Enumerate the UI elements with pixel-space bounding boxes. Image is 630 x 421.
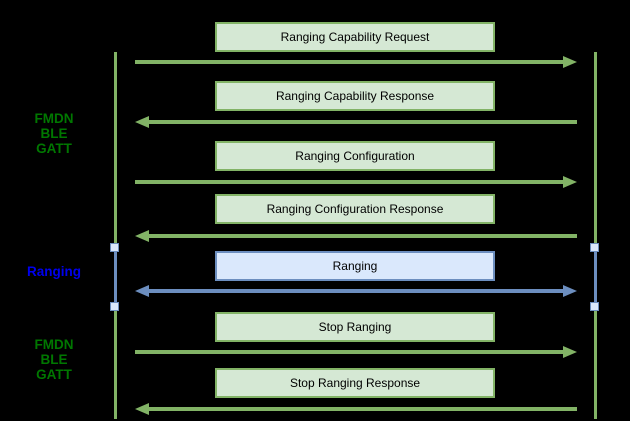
- side-label-line: Ranging: [27, 264, 81, 279]
- side-label-fmdn-ble-gatt-bottom: FMDN BLE GATT: [8, 337, 100, 382]
- message-label: Ranging Configuration: [295, 149, 415, 163]
- message-label: Stop Ranging: [318, 320, 392, 334]
- left-ranging-end-marker: [110, 302, 119, 311]
- message-box-ranging-capability-response: Ranging Capability Response: [215, 81, 495, 111]
- message-label: Ranging Configuration Response: [266, 202, 444, 216]
- left-lifeline-ranging-segment: [114, 245, 117, 310]
- side-label-line: FMDN: [34, 337, 74, 352]
- message-label: Ranging Capability Request: [280, 30, 430, 44]
- arrow-line: [147, 407, 577, 411]
- message-box-ranging-capability-request: Ranging Capability Request: [215, 22, 495, 52]
- right-ranging-end-marker: [590, 302, 599, 311]
- message-box-stop-ranging: Stop Ranging: [215, 312, 495, 342]
- arrow-ranging-capability-request: [135, 56, 577, 68]
- arrowhead-right-icon: [563, 346, 577, 358]
- arrow-stop-ranging: [135, 346, 577, 358]
- arrow-line: [147, 120, 577, 124]
- arrowhead-right-icon: [563, 285, 577, 297]
- arrow-ranging-configuration: [135, 176, 577, 188]
- message-label: Ranging Capability Response: [275, 89, 435, 103]
- message-box-stop-ranging-response: Stop Ranging Response: [215, 368, 495, 398]
- side-label-fmdn-ble-gatt-top: FMDN BLE GATT: [8, 111, 100, 156]
- message-label: Stop Ranging Response: [289, 376, 421, 390]
- side-label-line: GATT: [36, 367, 72, 382]
- arrowhead-left-icon: [135, 285, 149, 297]
- arrow-line: [135, 60, 565, 64]
- arrow-line: [147, 289, 565, 293]
- right-lifeline-gatt-bottom-segment: [594, 310, 597, 419]
- message-label: Ranging: [332, 259, 378, 273]
- side-label-line: FMDN: [34, 111, 74, 126]
- arrowhead-left-icon: [135, 230, 149, 242]
- message-box-ranging-configuration: Ranging Configuration: [215, 141, 495, 171]
- right-lifeline-gatt-top-segment: [594, 52, 597, 245]
- right-ranging-start-marker: [590, 243, 599, 252]
- arrow-line: [135, 180, 565, 184]
- arrow-line: [147, 234, 577, 238]
- arrowhead-right-icon: [563, 176, 577, 188]
- arrowhead-right-icon: [563, 56, 577, 68]
- left-lifeline-gatt-top-segment: [114, 52, 117, 245]
- message-box-ranging: Ranging: [215, 251, 495, 281]
- left-lifeline-gatt-bottom-segment: [114, 310, 117, 419]
- side-label-line: BLE: [40, 126, 68, 141]
- side-label-line: GATT: [36, 141, 72, 156]
- arrow-ranging-capability-response: [135, 116, 577, 128]
- arrow-line: [135, 350, 565, 354]
- right-lifeline-ranging-segment: [594, 245, 597, 310]
- arrowhead-left-icon: [135, 403, 149, 415]
- message-box-ranging-configuration-response: Ranging Configuration Response: [215, 194, 495, 224]
- side-label-line: BLE: [40, 352, 68, 367]
- arrow-ranging-bidirectional: [135, 285, 577, 297]
- arrow-stop-ranging-response: [135, 403, 577, 415]
- arrowhead-left-icon: [135, 116, 149, 128]
- arrow-ranging-configuration-response: [135, 230, 577, 242]
- left-ranging-start-marker: [110, 243, 119, 252]
- side-label-ranging: Ranging: [8, 264, 100, 279]
